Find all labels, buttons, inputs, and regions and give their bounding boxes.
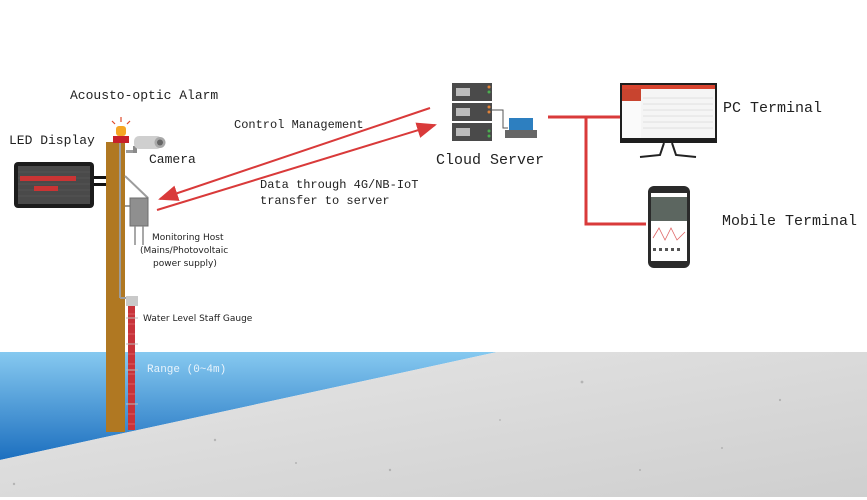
- range-label: Range (0~4m): [147, 364, 227, 376]
- mobile-terminal-label: Mobile Terminal: [722, 213, 858, 230]
- ground-slope: [0, 352, 867, 497]
- cloud-server-label: Cloud Server: [436, 152, 545, 169]
- data-upload-arrow: [156, 122, 437, 211]
- acousto-optic-alarm: [111, 117, 131, 143]
- monitoring-host-power-label-2: power supply): [153, 259, 217, 269]
- mobile-terminal: [648, 186, 690, 268]
- led-display: [14, 162, 108, 208]
- monitoring-host: [124, 175, 149, 245]
- pole: [106, 142, 125, 432]
- control-management-label: Control Management: [234, 118, 364, 132]
- cloud-server: [452, 83, 537, 141]
- water-level-staff-gauge: [126, 296, 138, 430]
- terminal-connector: [548, 115, 646, 226]
- pc-terminal: [620, 83, 717, 158]
- ground-speckles: [12, 380, 782, 486]
- camera: [126, 136, 166, 153]
- monitoring-host-label: Monitoring Host: [152, 233, 224, 243]
- data-transfer-label-2: transfer to server: [260, 194, 390, 208]
- control-management-arrow: [158, 107, 431, 201]
- staff-gauge-label: Water Level Staff Gauge: [143, 314, 253, 324]
- alarm-label: Acousto-optic Alarm: [70, 88, 219, 103]
- data-transfer-label: Data through 4G/NB-IoT: [260, 178, 419, 192]
- led-display-label: LED Display: [9, 133, 95, 148]
- camera-label: Camera: [149, 152, 196, 167]
- monitoring-host-power-label: (Mains/Photovoltaic: [140, 246, 229, 256]
- pc-terminal-label: PC Terminal: [723, 100, 823, 117]
